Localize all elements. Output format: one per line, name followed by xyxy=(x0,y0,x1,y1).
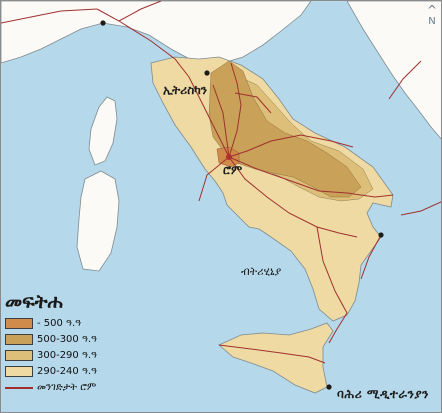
legend-item: 290-240 ዓ.ዓ xyxy=(5,364,97,378)
legend-item: 300-290 ዓ.ዓ xyxy=(5,348,97,362)
label-mediterranean-sea: ባሕሪ ሚዲተራንያን xyxy=(337,387,429,401)
sicily xyxy=(218,322,334,394)
legend-swatch xyxy=(5,349,33,361)
road xyxy=(400,201,441,216)
label-bruttium: ብትሪሂኒያ xyxy=(241,265,282,278)
legend-swatch xyxy=(5,333,33,345)
legend-item: 500-300 ዓ.ዓ xyxy=(5,332,97,346)
road xyxy=(316,226,348,314)
city-dot xyxy=(100,20,106,26)
compass: ^ N xyxy=(426,3,437,27)
road xyxy=(118,1,162,22)
legend-label: 290-240 ዓ.ዓ xyxy=(37,365,97,377)
northern-mainland xyxy=(1,1,312,72)
legend-swatch xyxy=(5,317,33,329)
city-dot xyxy=(326,384,332,390)
road xyxy=(360,234,382,280)
road xyxy=(234,92,272,114)
road xyxy=(198,156,230,202)
road xyxy=(218,344,326,364)
road xyxy=(228,62,242,158)
legend-item-road: መንገድታት ሮም xyxy=(5,380,97,394)
road xyxy=(328,312,348,344)
legend-item: - 500 ዓ.ዓ xyxy=(5,316,97,330)
city-dot xyxy=(204,70,210,76)
label-rome: ሮም xyxy=(223,163,243,177)
legend-label: - 500 ዓ.ዓ xyxy=(37,317,82,329)
roman-roads xyxy=(1,1,441,364)
legend-label: 500-300 ዓ.ዓ xyxy=(37,333,97,345)
road xyxy=(388,60,422,100)
compass-letter: N xyxy=(428,16,436,27)
legend-label: 300-290 ዓ.ዓ xyxy=(37,349,97,361)
sardinia xyxy=(76,170,120,272)
road xyxy=(96,8,230,158)
north-arrow-icon: ^ xyxy=(426,3,437,17)
legend-swatch xyxy=(5,365,33,377)
legend-title: መፍትሐ xyxy=(5,291,63,313)
label-etruria: ኢትሪስካን xyxy=(163,83,208,97)
legend-road-label: መንገድታት ሮም xyxy=(37,381,97,393)
road xyxy=(228,134,354,158)
legend: መፍትሐ - 500 ዓ.ዓ 500-300 ዓ.ዓ 300-290 ዓ.ዓ 2… xyxy=(5,291,97,396)
city-dot xyxy=(378,232,384,238)
rome-dot xyxy=(226,154,232,160)
road xyxy=(1,8,98,24)
road xyxy=(212,84,230,158)
road xyxy=(228,156,394,198)
corsica xyxy=(88,96,118,166)
road xyxy=(228,156,358,238)
balkan-coast xyxy=(346,1,441,140)
legend-road-swatch xyxy=(5,382,33,393)
